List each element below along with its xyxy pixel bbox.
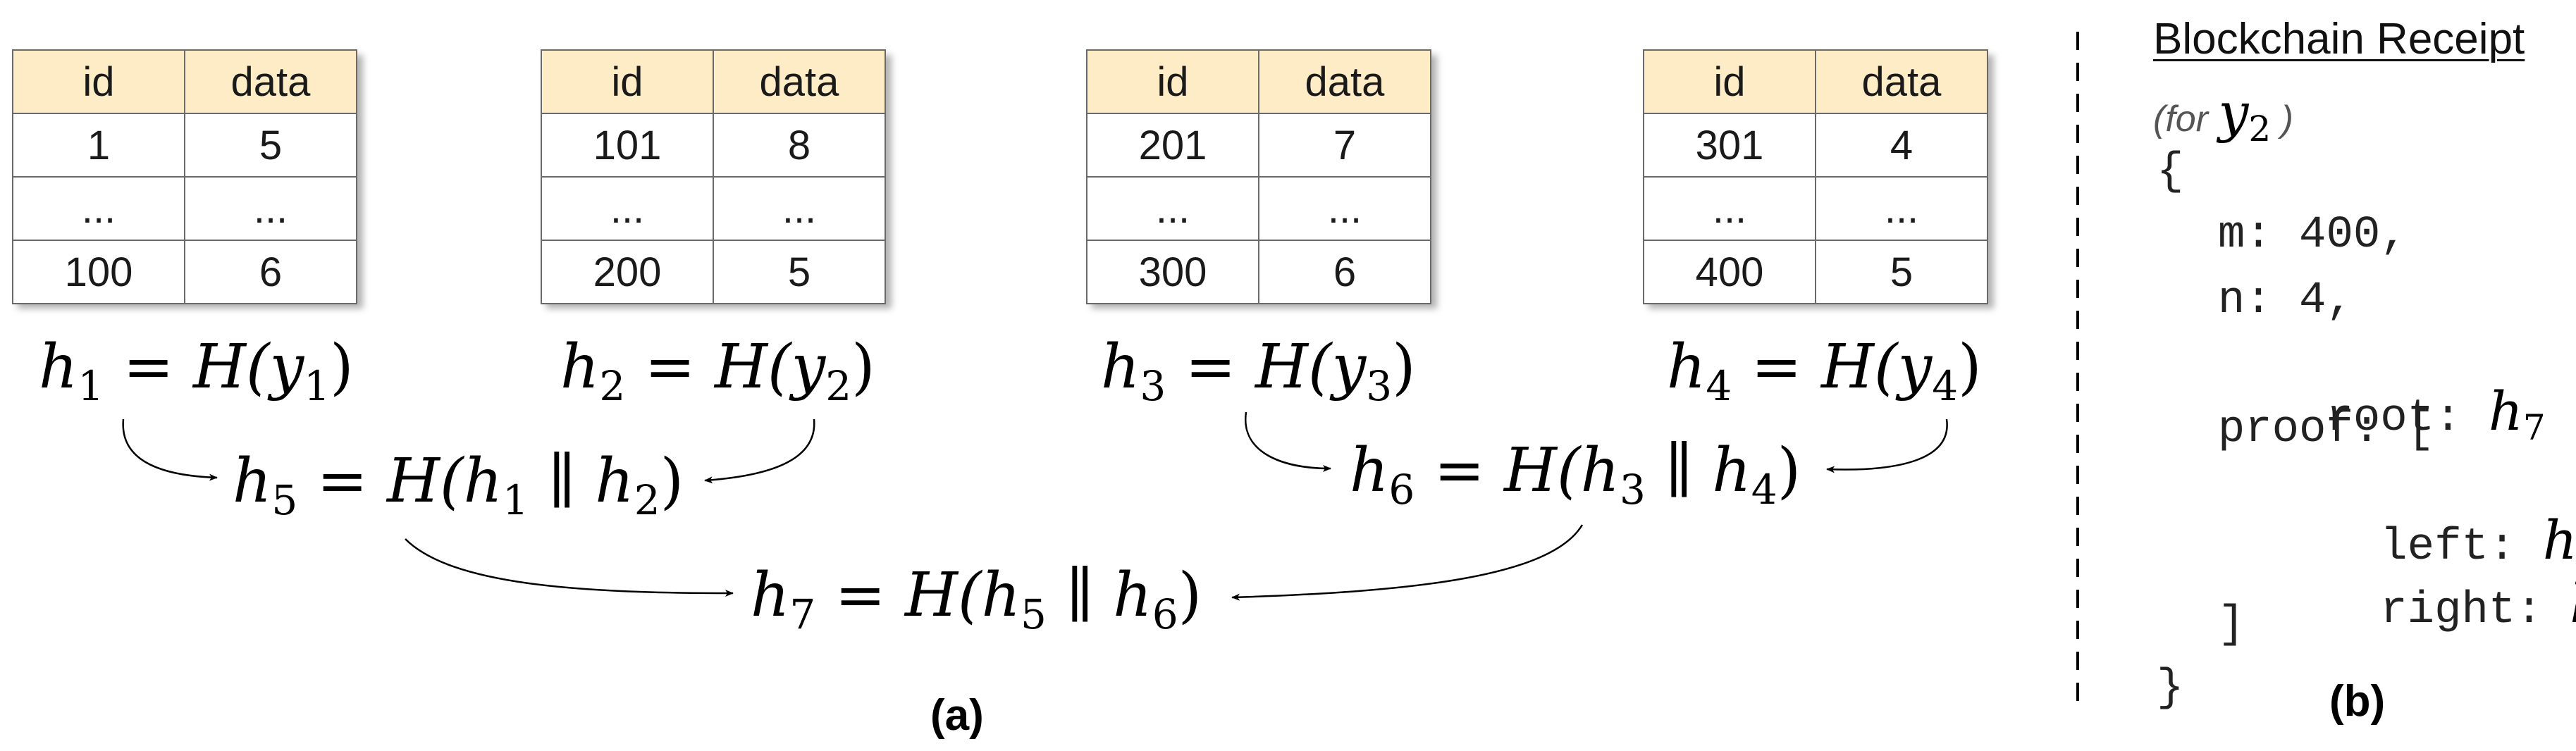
- table-cell: 5: [713, 240, 886, 304]
- arrow-h6-to-h7: [1231, 524, 1584, 601]
- receipt-right-line: right: h6: [2272, 577, 2576, 636]
- table-cell: 5: [184, 113, 357, 178]
- table-cell: ...: [12, 176, 185, 241]
- root-hash-h7: h7 = H(h5 ∥ h6): [751, 560, 1202, 638]
- arrow-h5-to-h7: [405, 538, 734, 597]
- receipt-close-brace: }: [2157, 663, 2184, 714]
- leaf-hash-h3: h3 = H(y3): [1101, 332, 1416, 410]
- inner-hash-h6: h6 = H(h3 ∥ h4): [1350, 435, 1801, 514]
- arrow-h4-to-h6: [1826, 418, 1948, 473]
- receipt-n-line: n: 4,: [2164, 275, 2353, 326]
- arrow-h2-to-h5: [704, 418, 815, 484]
- table-header-data: data: [1258, 49, 1431, 114]
- receipt-open-brace: {: [2157, 147, 2184, 197]
- table-cell: ...: [1258, 176, 1431, 241]
- caption-a: (a): [930, 691, 984, 740]
- table-cell: ...: [713, 176, 886, 241]
- table-row: ......: [1086, 176, 1431, 241]
- table-header-id: id: [12, 49, 185, 114]
- leaf-hash-h4: h4 = H(y4): [1667, 332, 1982, 410]
- table-row: ......: [541, 176, 886, 241]
- table-cell: 100: [12, 240, 185, 304]
- table-cell: ...: [1086, 176, 1259, 241]
- table-cell: 400: [1643, 240, 1816, 304]
- table-cell: 7: [1258, 113, 1431, 178]
- leaf-hash-h2: h2 = H(y2): [560, 332, 875, 410]
- arrow-h1-to-h5: [122, 418, 218, 481]
- table-header-id: id: [1086, 49, 1259, 114]
- table-cell: 5: [1815, 240, 1988, 304]
- caption-b: (b): [2329, 677, 2386, 726]
- table-cell: 300: [1086, 240, 1259, 304]
- table-cell: 4: [1815, 113, 1988, 178]
- receipt-title: Blockchain Receipt: [2153, 15, 2525, 63]
- arrow-h3-to-h6: [1244, 411, 1331, 472]
- table-cell: 1: [12, 113, 185, 178]
- table-cell: 301: [1643, 113, 1816, 178]
- table-cell: ...: [184, 176, 357, 241]
- table-cell: 200: [541, 240, 714, 304]
- table-header-data: data: [713, 49, 886, 114]
- table-header-data: data: [184, 49, 357, 114]
- table-header-id: id: [1643, 49, 1816, 114]
- table-cell: 101: [541, 113, 714, 178]
- inner-hash-h5: h5 = H(h1 ∥ h2): [233, 446, 684, 524]
- receipt-m-line: m: 400,: [2164, 210, 2408, 261]
- table-cell: 201: [1086, 113, 1259, 178]
- table-cell: 6: [184, 240, 357, 304]
- table-cell: 6: [1258, 240, 1431, 304]
- receipt-left-line: left: h1 ,: [2272, 509, 2576, 573]
- receipt-root-line: root: h7 ,: [2272, 380, 2576, 448]
- receipt-proof-line: proof: [: [2164, 404, 2435, 455]
- table-row: ......: [1643, 176, 1988, 241]
- table-cell: ...: [1815, 176, 1988, 241]
- table-header-id: id: [541, 49, 714, 114]
- table-header-data: data: [1815, 49, 1988, 114]
- leaf-hash-h1: h1 = H(y1): [39, 332, 354, 410]
- table-row: ......: [12, 176, 357, 241]
- receipt-for-line: (for y2 ): [2153, 81, 2293, 149]
- table-cell: ...: [541, 176, 714, 241]
- table-cell: ...: [1643, 176, 1816, 241]
- receipt-close-bracket: ]: [2164, 600, 2245, 650]
- table-cell: 8: [713, 113, 886, 178]
